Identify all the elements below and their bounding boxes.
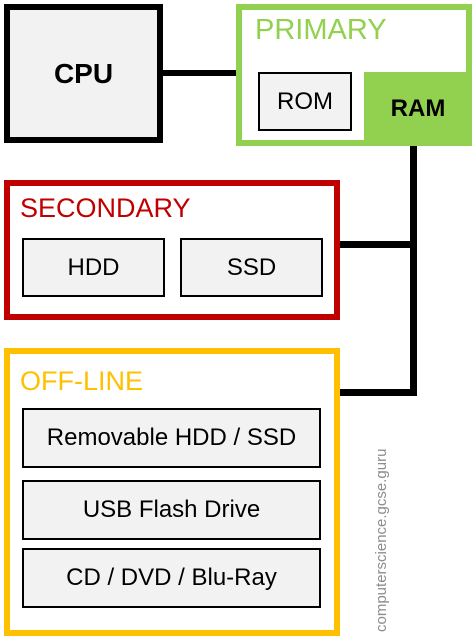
secondary-connector — [340, 241, 414, 248]
usb-flash-drive-box: USB Flash Drive — [22, 480, 321, 540]
ram-vertical-connector — [410, 146, 417, 396]
source-credit: computerscience.gcse.guru — [373, 448, 390, 632]
ram-box: RAM — [364, 72, 472, 146]
ssd-box: SSD — [180, 238, 323, 297]
primary-title: PRIMARY — [255, 14, 387, 46]
cpu-primary-connector — [163, 70, 236, 76]
hdd-label: HDD — [67, 253, 120, 281]
cpu-box: CPU — [4, 4, 163, 143]
rom-box: ROM — [258, 72, 352, 131]
hdd-box: HDD — [22, 238, 165, 297]
ram-label: RAM — [390, 95, 446, 122]
optical-disc-box: CD / DVD / Blu-Ray — [22, 548, 321, 608]
rom-label: ROM — [277, 87, 333, 115]
offline-connector — [340, 389, 417, 396]
secondary-title: SECONDARY — [20, 193, 191, 223]
removable-drive-label: Removable HDD / SSD — [46, 424, 297, 451]
offline-title: OFF-LINE — [20, 366, 144, 396]
removable-drive-box: Removable HDD / SSD — [22, 408, 321, 468]
optical-disc-label: CD / DVD / Blu-Ray — [66, 564, 277, 591]
ssd-label: SSD — [226, 253, 277, 281]
cpu-label: CPU — [53, 57, 114, 89]
usb-flash-drive-label: USB Flash Drive — [82, 496, 261, 523]
